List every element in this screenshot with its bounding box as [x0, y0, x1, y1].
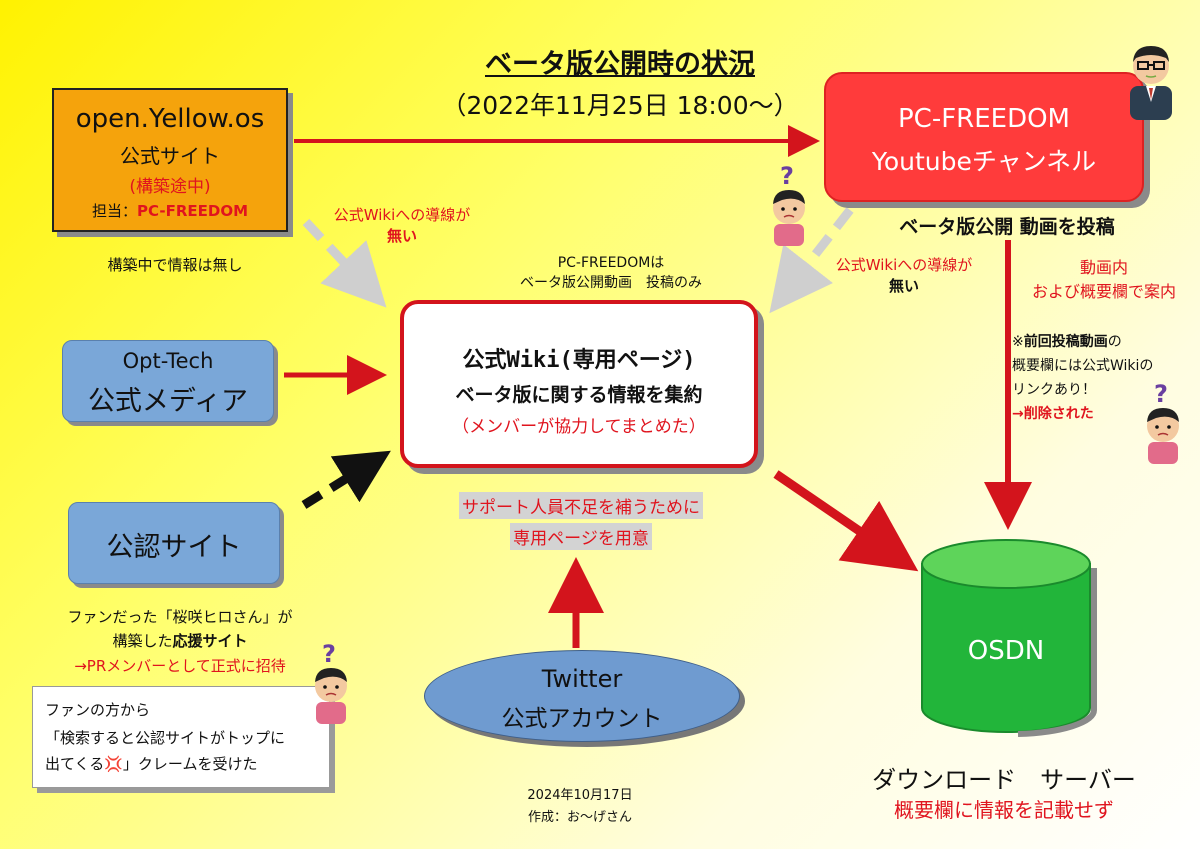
osdn-cylinder	[921, 539, 1098, 737]
businessman-avatar-icon	[1130, 46, 1172, 120]
arrow-site-to-wiki	[302, 218, 387, 308]
download-server-note: 概要欄に情報を記載せず	[894, 798, 1114, 822]
footer-author: 作成：お〜げさん	[527, 810, 632, 825]
twitter-account-ellipse: Twitter 公式アカウント	[424, 650, 740, 742]
wiki-sub: ベータ版に関する情報を集約	[455, 384, 703, 406]
complaint-line-2: 「検索すると公認サイトがトップに	[45, 729, 286, 747]
authorized-site-box: 公認サイト	[68, 502, 280, 584]
youtube-channel-name: PC-FREEDOM	[897, 104, 1070, 134]
authorized-site-name: 公認サイト	[106, 532, 242, 563]
youtube-post-label: ベータ版公開 動画を投稿	[899, 216, 1115, 238]
authorized-site-note-2: 構築した応援サイト	[112, 632, 248, 650]
confused-person-icon-3: ?	[306, 640, 356, 724]
osdn-name: OSDN	[967, 636, 1045, 666]
video-guide-label: 動画内 および概要欄で案内	[1031, 258, 1176, 301]
diagram-title: ベータ版公開時の状況	[485, 49, 755, 80]
wiki-box: 公式Wiki(専用ページ) ベータ版に関する情報を集約 （メンバーが協力してまと…	[400, 300, 758, 468]
arrow-youtube-to-wiki	[769, 207, 854, 314]
authorized-site-note-3: →PRメンバーとして正式に招待	[74, 657, 286, 675]
official-site-owner: 担当：PC-FREEDOM	[91, 202, 248, 220]
official-site-box: open.Yellow.os 公式サイト (構築途中) 担当：PC-FREEDO…	[52, 88, 288, 232]
arrow-authsite-to-wiki	[301, 450, 391, 509]
opt-tech-name: Opt-Tech	[122, 349, 214, 373]
support-line-2: 専用ページを用意	[510, 523, 652, 550]
opt-tech-sub: 公式メディア	[87, 386, 249, 417]
footer-date: 2024年10月17日	[527, 788, 633, 803]
support-label: サポート人員不足を補うために 専用ページを用意	[440, 492, 722, 550]
download-server-label: ダウンロード サーバー	[872, 766, 1136, 794]
twitter-sub: 公式アカウント	[501, 706, 663, 732]
youtube-channel-box: PC-FREEDOM Youtubeチャンネル	[824, 72, 1144, 202]
confused-person-icon: ?	[764, 162, 814, 246]
youtube-channel-sub: Youtubeチャンネル	[871, 147, 1097, 176]
official-site-note: 構築中で情報は無し	[107, 256, 243, 274]
complaint-line-3: 出てくる💢」クレームを受けた	[45, 755, 258, 773]
complaint-box: ファンの方から 「検索すると公認サイトがトップに 出てくる💢」クレームを受けた	[32, 686, 330, 788]
authorized-site-note-1: ファンだった「桜咲ヒロさん」が	[67, 608, 293, 626]
wiki-title: 公式Wiki(専用ページ)	[462, 348, 696, 373]
no-link-label-left: 公式Wikiへの導線が 無い	[333, 206, 471, 245]
no-link-label-right: 公式Wikiへの導線が 無い	[835, 256, 973, 295]
confused-person-icon-2: ?	[1138, 380, 1188, 464]
support-line-1: サポート人員不足を補うために	[459, 492, 703, 519]
previous-video-note: ※前回投稿動画の 概要欄には公式Wikiの リンクあり！ →削除された	[1012, 334, 1154, 422]
complaint-line-1: ファンの方から	[45, 701, 151, 719]
official-site-name: open.Yellow.os	[75, 104, 265, 134]
diagram-subtitle: （2022年11月25日 18:00〜）	[441, 91, 799, 120]
twitter-name: Twitter	[541, 665, 623, 693]
wiki-note: （メンバーが協力してまとめた）	[452, 417, 706, 437]
pcf-note: PC-FREEDOMは ベータ版公開動画 投稿のみ	[520, 255, 702, 291]
official-site-status: (構築途中)	[129, 177, 211, 197]
official-site-sub: 公式サイト	[120, 144, 220, 168]
arrow-wiki-to-osdn	[773, 470, 919, 572]
opt-tech-box: Opt-Tech 公式メディア	[62, 340, 274, 422]
